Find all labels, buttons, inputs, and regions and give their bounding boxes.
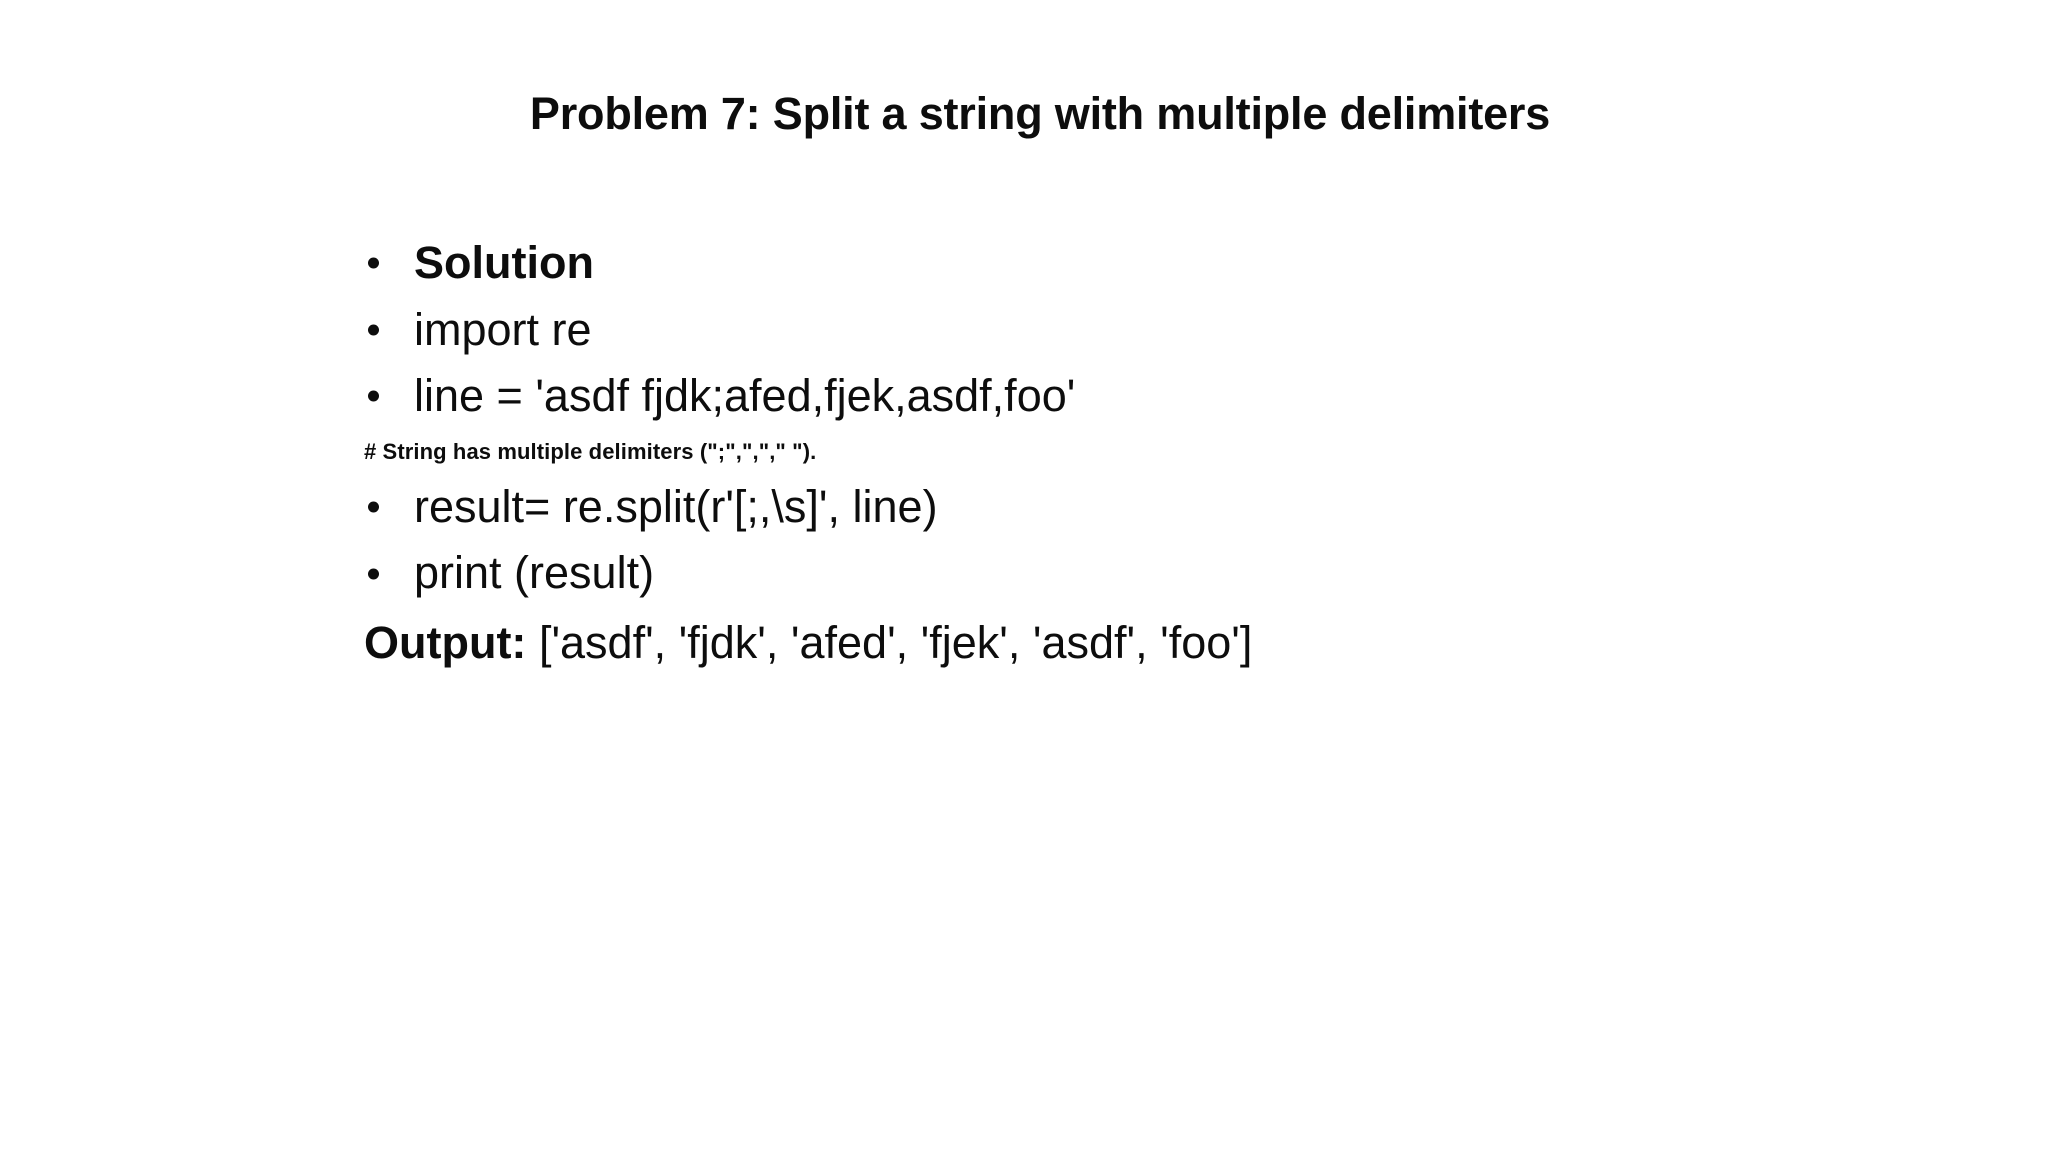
page-title: Problem 7: Split a string with multiple … [529, 88, 1551, 139]
list-item: import re [360, 297, 1920, 364]
bullet-icon [368, 568, 379, 580]
list-item-label: Solution [414, 237, 594, 288]
list-item: result= re.split(r'[;,\s]', line) [360, 474, 1920, 541]
bullet-icon [368, 257, 379, 269]
list-item: print (result) [360, 540, 1920, 607]
list-item-label: line = 'asdf fjdk;afed,fjek,asdf,foo' [414, 370, 1076, 422]
code-comment-label: # String has multiple delimiters (";",",… [364, 438, 817, 464]
slide-body: Solution import re line = 'asdf fjdk;afe… [360, 230, 1920, 680]
list-item-label: result= re.split(r'[;,\s]', line) [414, 480, 938, 532]
code-comment: # String has multiple delimiters (";",",… [360, 430, 1920, 474]
list-item: line = 'asdf fjdk;afed,fjek,asdf,foo' [360, 363, 1920, 430]
bullet-icon [368, 501, 379, 513]
bullet-icon [368, 390, 379, 402]
list-item-label: import re [414, 303, 592, 355]
output-row: Output: ['asdf', 'fjdk', 'afed', 'fjek',… [360, 607, 1920, 680]
list-item-label: print (result) [414, 547, 655, 599]
output-value: ['asdf', 'fjdk', 'afed', 'fjek', 'asdf',… [538, 616, 1253, 668]
output-label: Output: [364, 616, 527, 668]
bullet-icon [368, 324, 379, 336]
list-item: Solution [360, 230, 1920, 297]
